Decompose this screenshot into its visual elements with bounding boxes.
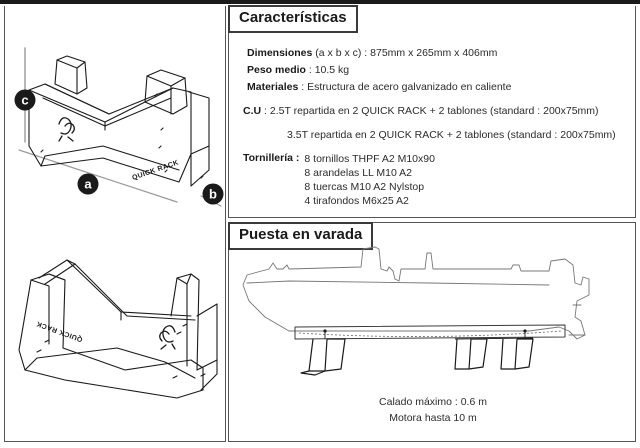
specs-body: Dimensiones (a x b x c) : 875mm x 265mm … <box>243 46 635 208</box>
tornilleria-item: 8 tornillos THPF A2 M10x90 <box>304 152 435 165</box>
tornilleria-list: 8 tornillos THPF A2 M10x90 8 arandelas L… <box>304 152 435 208</box>
spec-value-materiales: Estructura de acero galvanizado en calie… <box>307 80 512 93</box>
svg-text:a: a <box>84 177 92 192</box>
caracteristicas-panel: Características Dimensiones (a x b x c) … <box>228 5 636 218</box>
spec-sep-cu: : <box>261 104 270 117</box>
spec-row-tornilleria: Tornillería : 8 tornillos THPF A2 M10x90… <box>243 152 635 208</box>
spec-value-dimensiones: 875mm x 265mm x 406mm <box>370 47 498 59</box>
spec-label-cu: C.U <box>243 104 262 117</box>
callout-b: b <box>202 183 224 205</box>
top-rule <box>0 0 640 4</box>
puesta-en-varada-title: Puesta en varada <box>228 222 374 250</box>
spec-label-dimensiones: Dimensiones <box>247 47 313 59</box>
spec-label-materiales: Materiales <box>247 80 299 93</box>
quick-rack-isometric-front-drawing: QUICK RACK c a b <box>5 6 227 218</box>
caption-calado: Calado máximo : 0.6 m <box>379 396 487 408</box>
spec-row-cu-line2: 3.5T repartida en 2 QUICK RACK + 2 tablo… <box>287 128 635 143</box>
callout-a: a <box>77 173 99 195</box>
spec-value-peso: 10.5 kg <box>314 63 350 76</box>
spec-paren-dimensiones-text: (a x b x c) <box>315 47 362 59</box>
spec-row-cu-line1: C.U : 2.5T repartida en 2 QUICK RACK + 2… <box>243 104 635 119</box>
spec-value-cu-line1: 2.5T repartida en 2 QUICK RACK + 2 tablo… <box>269 104 599 117</box>
spec-label-peso: Peso medio <box>247 63 306 76</box>
tornilleria-item: 8 tuercas M10 A2 Nylstop <box>304 180 425 193</box>
boat-on-stands-drawing <box>229 239 637 389</box>
puesta-en-varada-panel: Puesta en varada <box>228 222 636 442</box>
varada-caption: Calado máximo : 0.6 m Motora hasta 10 m <box>229 395 637 427</box>
svg-text:c: c <box>21 93 28 108</box>
right-column: Características Dimensiones (a x b x c) … <box>228 5 636 442</box>
spec-sep-materiales: : <box>298 80 308 93</box>
callout-c: c <box>14 89 36 111</box>
spec-value-cu-line2: 3.5T repartida en 2 QUICK RACK + 2 tablo… <box>287 128 616 141</box>
tornilleria-item: 8 arandelas LL M10 A2 <box>304 166 413 179</box>
tornilleria-item: 4 tirafondos M6x25 A2 <box>304 194 409 207</box>
svg-text:b: b <box>209 187 217 202</box>
spec-row-dimensiones: Dimensiones (a x b x c) : 875mm x 265mm … <box>247 46 635 61</box>
caracteristicas-title: Características <box>228 5 358 33</box>
spec-sep-dimensiones: : <box>361 47 371 59</box>
caption-motora: Motora hasta 10 m <box>389 411 477 424</box>
quick-rack-isometric-rear-drawing: QUICK RACK <box>5 220 227 440</box>
drawings-column: QUICK RACK c a b <box>4 6 226 442</box>
spec-label-tornilleria: Tornillería : <box>243 151 300 164</box>
brand-label-rear: QUICK RACK <box>35 319 83 342</box>
spec-row-materiales: Materiales : Estructura de acero galvani… <box>247 80 635 95</box>
spec-row-peso: Peso medio : 10.5 kg <box>247 63 635 78</box>
spec-sep-peso: : <box>305 63 315 76</box>
